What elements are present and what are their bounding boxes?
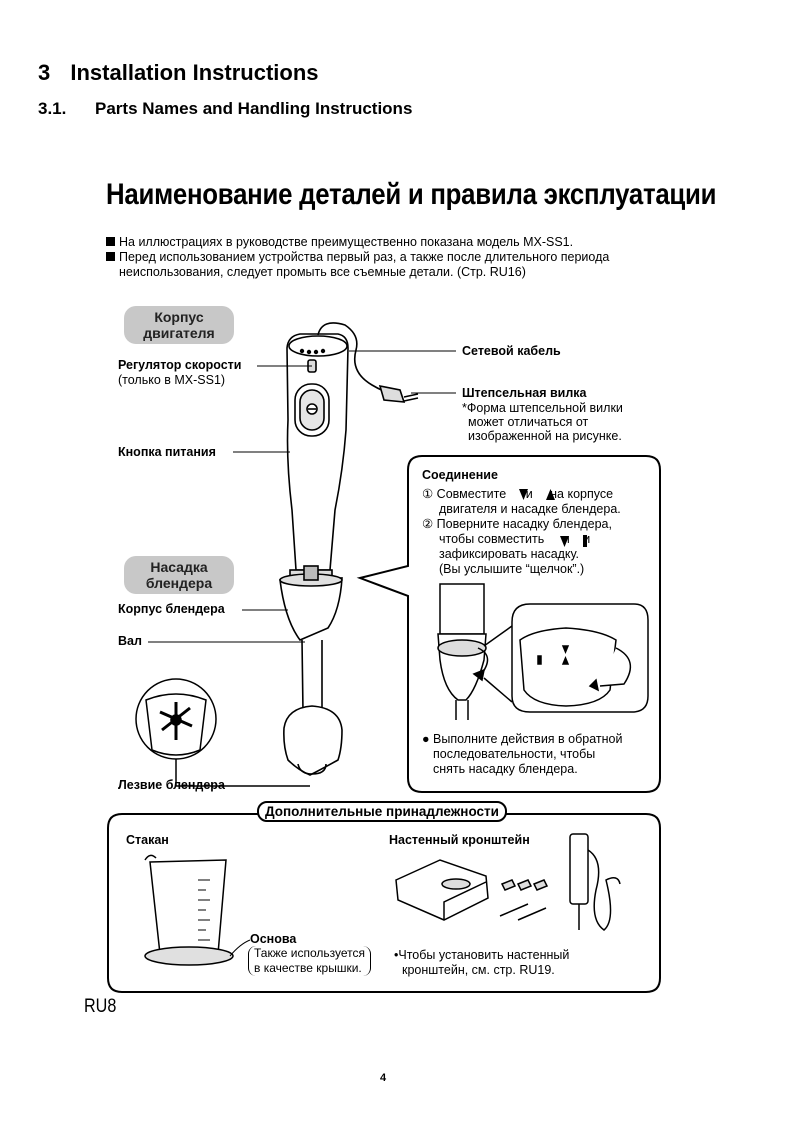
label-plug-note: может отличаться от <box>468 415 589 429</box>
page-number: 4 <box>380 1072 387 1084</box>
cup-drawing <box>144 854 251 966</box>
note-item: На иллюстрациях в руководстве преимущест… <box>106 235 706 250</box>
connection-step2-cont: чтобы совместить и и <box>439 532 591 546</box>
wall-bracket-drawing <box>395 833 621 931</box>
connection-step2-cont: (Вы услышите “щелчок”.) <box>439 562 585 576</box>
label-speed-regulator: Регулятор скорости <box>118 358 242 372</box>
section-heading: 3 Installation Instructions <box>38 60 319 86</box>
label-power-cord: Сетевой кабель <box>462 344 561 358</box>
accessories-box-drawing <box>107 813 661 993</box>
subsection-title: Parts Names and Handling Instructions <box>95 99 413 118</box>
bracket-note: кронштейн, см. стр. RU19. <box>402 963 555 977</box>
connection-step2: ② Поверните насадку блендера, <box>422 517 612 531</box>
note-item: Перед использованием устройства первый р… <box>106 250 706 265</box>
connection-reverse: последовательности, чтобы <box>433 747 596 761</box>
subsection-number: 3.1. <box>38 99 67 118</box>
label-power-button: Кнопка питания <box>118 445 216 459</box>
section-number: 3 <box>38 60 51 85</box>
motor-body-drawing <box>279 322 419 776</box>
label-shaft: Вал <box>118 634 142 648</box>
label-wall-bracket: Настенный кронштейн <box>389 833 530 847</box>
connection-reverse: снять насадку блендера. <box>433 762 578 776</box>
note-item-cont: неиспользования, следует промыть все съе… <box>119 265 526 279</box>
base-note: Также используется в качестве крышки. <box>248 946 371 976</box>
label-base: Основа <box>250 932 297 946</box>
page-code: RU8 <box>84 996 117 1017</box>
page-title: Наименование деталей и правила эксплуата… <box>106 178 717 211</box>
subsection-heading: 3.1. Parts Names and Handling Instructio… <box>38 99 412 119</box>
alignment-marks <box>519 489 587 547</box>
label-speed-regulator-note: (только в MX-SS1) <box>118 373 226 387</box>
label-cup: Стакан <box>126 833 169 847</box>
leader-lines <box>148 350 456 787</box>
accessories-title: Дополнительные принадлежности <box>257 801 507 822</box>
notes: На иллюстрациях в руководстве преимущест… <box>106 235 706 280</box>
connection-detail-drawing <box>437 583 649 720</box>
label-plug-note: изображенной на рисунке. <box>468 429 622 443</box>
connection-title: Соединение <box>422 468 498 482</box>
connection-step2-cont: зафиксировать насадку. <box>439 547 580 561</box>
label-blade: Лезвие блендера <box>118 778 225 792</box>
section-title: Installation Instructions <box>70 60 319 85</box>
connection-reverse: ● Выполните действия в обратной <box>422 732 623 746</box>
label-blender-body: Корпус блендера <box>118 602 225 616</box>
connection-step1-cont: двигателя и насадке блендера. <box>439 502 621 516</box>
connection-step1: ① Совместите и на корпусе <box>422 487 614 501</box>
label-plug-note: *Форма штепсельной вилки <box>462 401 623 415</box>
label-plug: Штепсельная вилка <box>462 386 587 400</box>
bracket-note: •Чтобы установить настенный <box>394 948 570 962</box>
